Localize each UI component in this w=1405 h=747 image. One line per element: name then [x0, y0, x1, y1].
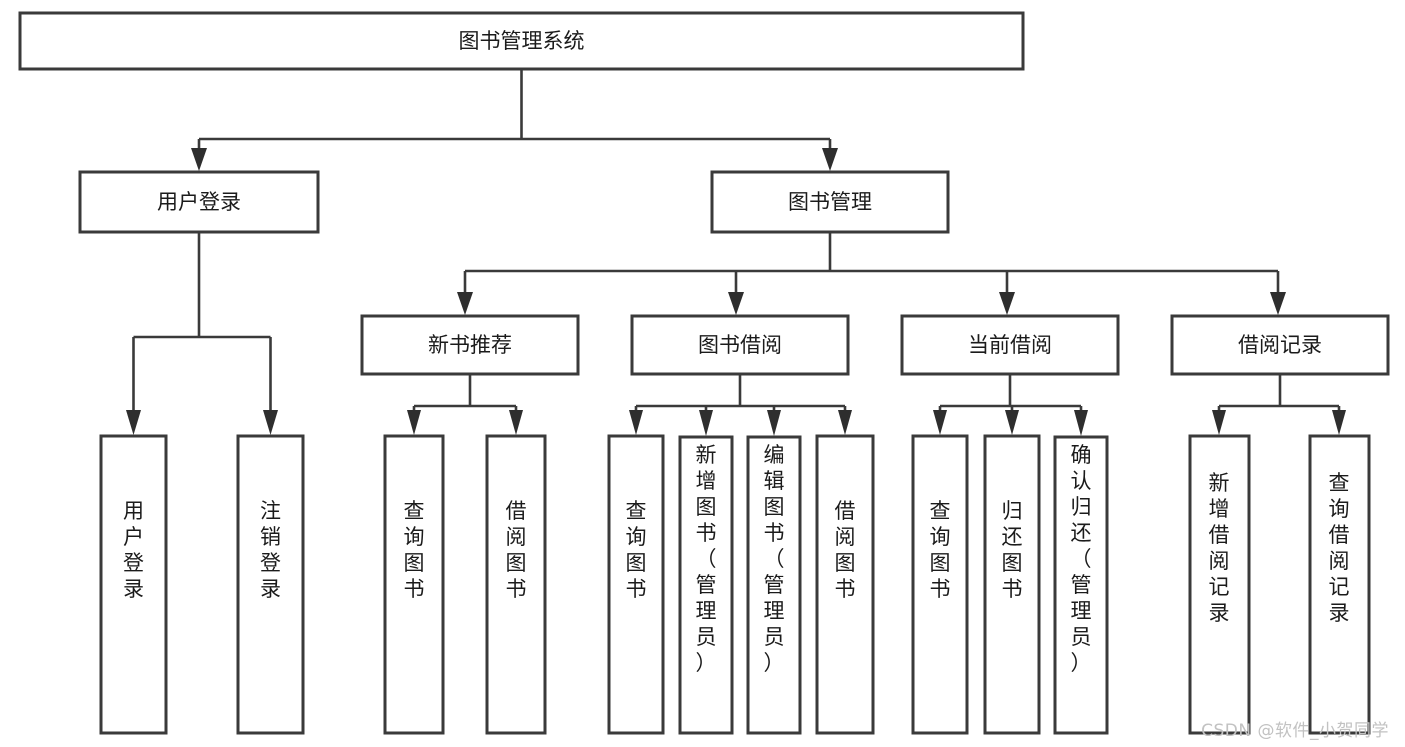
- node-user-login[interactable]: 用户登录: [78, 170, 320, 234]
- leaf-edit-book-admin-box[interactable]: [746, 435, 802, 735]
- leaf-node-query-book-bb[interactable]: 查询图书: [607, 434, 665, 735]
- leaf-borrow-book-nb-label: 借阅图书: [506, 499, 527, 601]
- leaf-node-add-borrow-record[interactable]: 新增借阅记录: [1188, 434, 1251, 735]
- arrowhead-br-add: [1212, 410, 1226, 435]
- arrowhead-bb-borrow: [838, 410, 852, 435]
- leaf-return-book-box[interactable]: [983, 434, 1041, 735]
- arrowhead-book-mgmt: [822, 148, 838, 171]
- leaf-add-borrow-record-box[interactable]: [1188, 434, 1251, 735]
- arrowhead-book-borrow: [728, 292, 744, 315]
- node-root-box[interactable]: [18, 11, 1025, 71]
- leaf-node-borrow-book-nb[interactable]: 借阅图书: [485, 434, 547, 735]
- arrowhead-bb-query: [629, 410, 643, 435]
- node-book-borrow-box[interactable]: [630, 314, 850, 376]
- node-current-borrow-box[interactable]: [900, 314, 1120, 376]
- node-book-management[interactable]: 图书管理: [710, 170, 950, 234]
- leaf-logout-box[interactable]: [236, 434, 305, 735]
- node-book-borrow[interactable]: 图书借阅: [630, 314, 850, 376]
- arrowhead-cb-return: [1005, 410, 1019, 435]
- csdn-watermark: CSDN @软件_小贺同学: [1201, 721, 1389, 741]
- arrowhead-borrow-record: [1270, 292, 1286, 315]
- arrowhead-user-login: [191, 148, 207, 171]
- leaf-node-query-book-cb[interactable]: 查询图书: [911, 434, 969, 735]
- node-new-book-recommend-box[interactable]: [360, 314, 580, 376]
- arrowhead-newbook-borrow: [509, 410, 523, 435]
- node-book-borrow-label: 图书借阅: [698, 333, 782, 357]
- connector-layer: [126, 69, 1346, 436]
- leaf-edit-book-admin-label: 编辑图书（管理员）: [764, 443, 785, 675]
- node-current-borrow[interactable]: 当前借阅: [900, 314, 1120, 376]
- leaf-user-login-box[interactable]: [99, 434, 168, 735]
- leaf-add-book-admin-box[interactable]: [678, 435, 734, 735]
- arrowhead-newbook-query: [407, 410, 421, 435]
- node-new-book-recommend-label: 新书推荐: [428, 333, 512, 357]
- leaf-return-book-label: 归还图书: [1002, 499, 1023, 601]
- leaf-user-login-label: 用户登录: [123, 499, 144, 601]
- node-borrow-record-label: 借阅记录: [1238, 333, 1322, 357]
- leaf-node-edit-book-admin[interactable]: 编辑图书（管理员）: [746, 435, 802, 735]
- leaf-query-book-cb-label: 查询图书: [930, 499, 951, 601]
- node-borrow-record[interactable]: 借阅记录: [1170, 314, 1390, 376]
- node-current-borrow-label: 当前借阅: [968, 333, 1052, 357]
- leaf-borrow-book-bb-box[interactable]: [815, 434, 875, 735]
- leaf-add-book-admin-label: 新增图书（管理员）: [696, 443, 717, 675]
- leaf-nodes-layer: 用户登录 注销登录 查询图书 借阅图书 查询图书 新增图书（管理员）: [99, 434, 1371, 735]
- leaf-node-query-book-nb[interactable]: 查询图书: [383, 434, 445, 735]
- leaf-confirm-return-admin-box[interactable]: [1053, 435, 1109, 735]
- leaf-node-confirm-return-admin[interactable]: 确认归还（管理员）: [1053, 435, 1109, 735]
- leaf-query-book-nb-label: 查询图书: [404, 499, 425, 601]
- arrowhead-cb-confirm: [1074, 410, 1088, 436]
- arrowhead-leaf-user-login: [126, 410, 141, 435]
- leaf-query-book-cb-box[interactable]: [911, 434, 969, 735]
- leaf-confirm-return-admin-label: 确认归还（管理员）: [1071, 443, 1092, 675]
- leaf-node-query-borrow-record[interactable]: 查询借阅记录: [1308, 434, 1371, 735]
- leaf-query-book-nb-box[interactable]: [383, 434, 445, 735]
- arrowhead-current-borrow: [999, 292, 1015, 315]
- leaf-add-borrow-record-label: 新增借阅记录: [1209, 471, 1230, 625]
- arrowhead-new-book: [457, 292, 473, 315]
- arrowhead-bb-add: [699, 410, 713, 436]
- node-root[interactable]: 图书管理系统: [18, 11, 1025, 71]
- node-new-book-recommend[interactable]: 新书推荐: [360, 314, 580, 376]
- arrowhead-leaf-logout: [263, 410, 278, 435]
- node-user-login-box[interactable]: [78, 170, 320, 234]
- leaf-node-logout[interactable]: 注销登录: [236, 434, 305, 735]
- node-root-label: 图书管理系统: [459, 29, 585, 53]
- leaf-query-borrow-record-label: 查询借阅记录: [1329, 471, 1350, 625]
- arrowhead-br-query: [1332, 410, 1346, 435]
- node-borrow-record-box[interactable]: [1170, 314, 1390, 376]
- node-user-login-label: 用户登录: [157, 190, 241, 214]
- arrowhead-bb-edit: [767, 410, 781, 436]
- node-book-management-box[interactable]: [710, 170, 950, 234]
- leaf-query-borrow-record-box[interactable]: [1308, 434, 1371, 735]
- leaf-node-return-book[interactable]: 归还图书: [983, 434, 1041, 735]
- leaf-node-add-book-admin[interactable]: 新增图书（管理员）: [678, 435, 734, 735]
- leaf-node-user-login[interactable]: 用户登录: [99, 434, 168, 735]
- leaf-borrow-book-bb-label: 借阅图书: [835, 499, 856, 601]
- leaf-query-book-bb-box[interactable]: [607, 434, 665, 735]
- leaf-logout-label: 注销登录: [260, 499, 281, 601]
- leaf-borrow-book-nb-box[interactable]: [485, 434, 547, 735]
- node-book-management-label: 图书管理: [788, 190, 872, 214]
- leaf-query-book-bb-label: 查询图书: [626, 499, 647, 601]
- leaf-node-borrow-book-bb[interactable]: 借阅图书: [815, 434, 875, 735]
- arrowhead-cb-query: [933, 410, 947, 435]
